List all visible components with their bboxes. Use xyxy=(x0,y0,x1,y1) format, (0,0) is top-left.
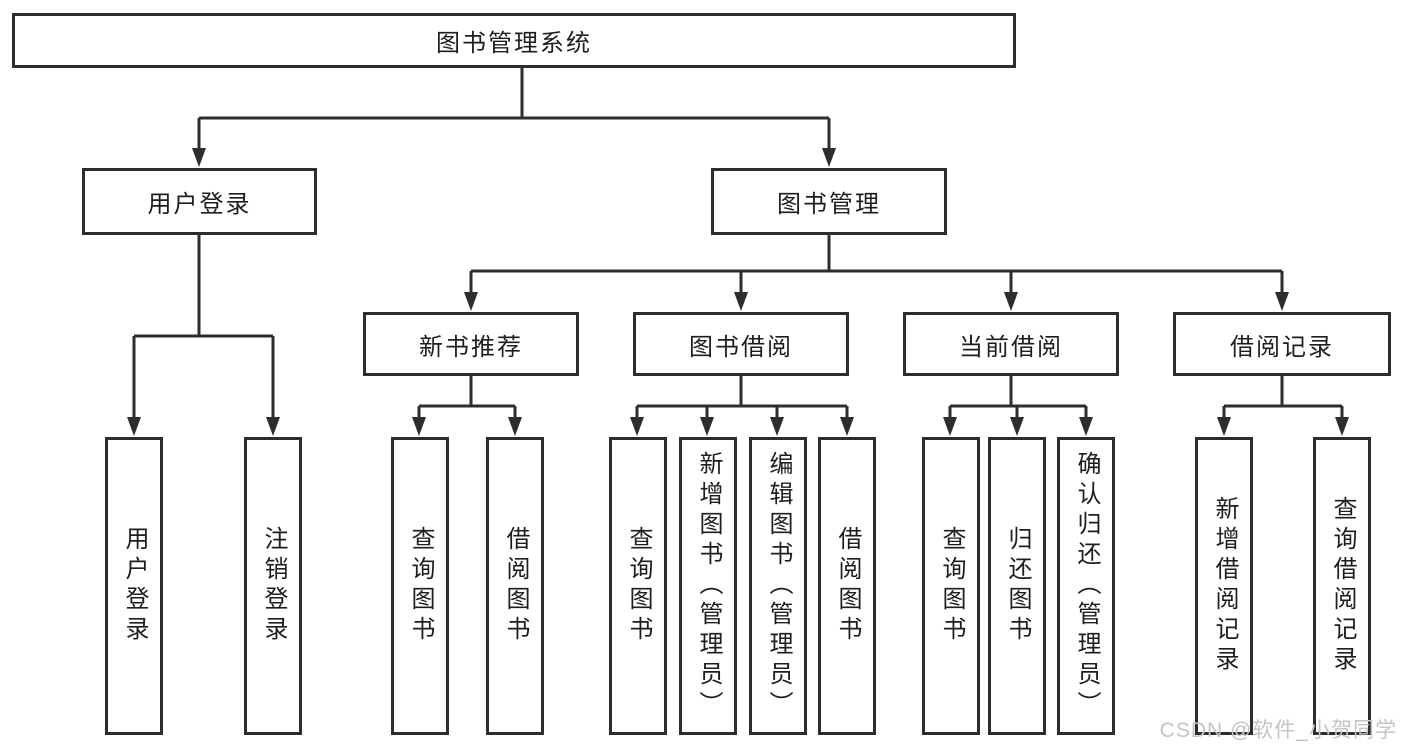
leaf-edit-book-admin: 编辑图书（管理员） xyxy=(749,437,807,735)
node-book-borrowing: 图书借阅 xyxy=(633,312,849,376)
node-label: 借阅图书 xyxy=(502,526,529,646)
node-user-login: 用户登录 xyxy=(82,168,317,235)
leaf-query-borrow-record: 查询借阅记录 xyxy=(1313,437,1371,735)
node-label: 注销登录 xyxy=(260,526,287,646)
node-label: 查询借阅记录 xyxy=(1329,496,1356,676)
node-label: 图书借阅 xyxy=(689,333,793,361)
node-label: 新书推荐 xyxy=(419,333,523,361)
node-label: 归还图书 xyxy=(1004,526,1031,646)
node-label: 用户登录 xyxy=(121,526,148,646)
leaf-query-books-recommendation: 查询图书 xyxy=(391,437,449,735)
leaf-confirm-return-admin: 确认归还（管理员） xyxy=(1057,437,1115,735)
node-library-management-system: 图书管理系统 xyxy=(12,13,1016,68)
node-borrowing-records: 借阅记录 xyxy=(1173,312,1391,376)
csdn-watermark: CSDN @软件_小贺同学 xyxy=(1159,719,1397,742)
node-label: 图书管理系统 xyxy=(436,30,592,57)
node-label: 用户登录 xyxy=(147,191,252,218)
leaf-add-borrow-record: 新增借阅记录 xyxy=(1195,437,1253,735)
node-label: 图书管理 xyxy=(777,191,881,218)
leaf-borrow-books-recommendation: 借阅图书 xyxy=(486,437,544,735)
node-label: 编辑图书（管理员） xyxy=(765,451,792,721)
node-new-book-recommendation: 新书推荐 xyxy=(363,312,579,376)
leaf-logout: 注销登录 xyxy=(244,437,302,735)
leaf-borrow-books: 借阅图书 xyxy=(818,437,876,735)
leaf-query-books-borrowing: 查询图书 xyxy=(609,437,667,735)
node-label: 借阅记录 xyxy=(1230,333,1334,361)
node-label: 查询图书 xyxy=(625,526,652,646)
node-current-borrowing: 当前借阅 xyxy=(903,312,1119,376)
node-book-management: 图书管理 xyxy=(711,168,947,235)
leaf-query-books-current: 查询图书 xyxy=(922,437,980,735)
leaf-user-login: 用户登录 xyxy=(105,437,163,735)
leaf-return-books: 归还图书 xyxy=(988,437,1046,735)
node-label: 查询图书 xyxy=(938,526,965,646)
node-label: 当前借阅 xyxy=(959,333,1063,361)
node-label: 新增图书（管理员） xyxy=(695,451,722,721)
node-label: 新增借阅记录 xyxy=(1211,496,1238,676)
leaf-add-book-admin: 新增图书（管理员） xyxy=(679,437,737,735)
node-label: 查询图书 xyxy=(407,526,434,646)
node-label: 借阅图书 xyxy=(834,526,861,646)
node-label: 确认归还（管理员） xyxy=(1073,451,1100,721)
